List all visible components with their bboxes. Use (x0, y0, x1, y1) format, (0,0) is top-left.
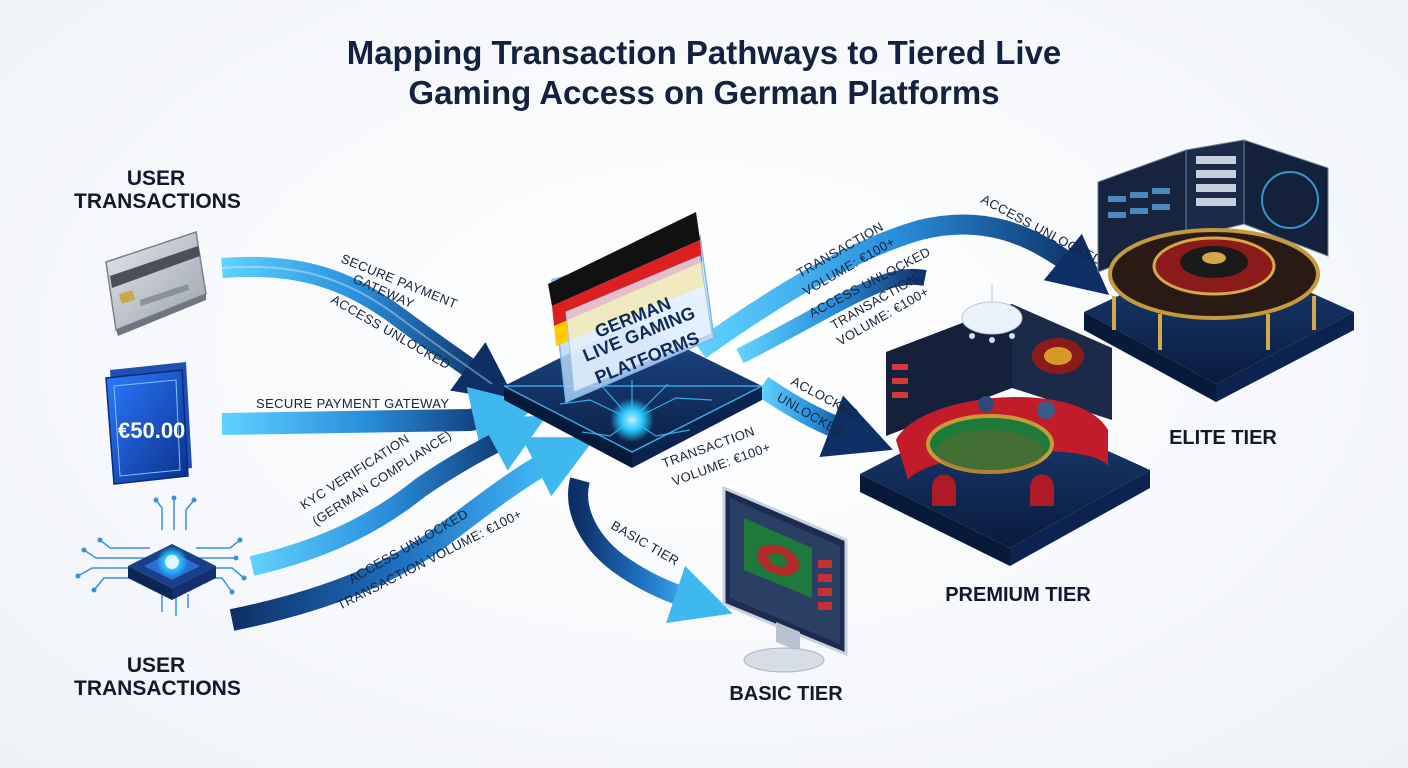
pathway-hub-to-basic (568, 477, 733, 623)
pathway-cash-to-hub (221, 386, 539, 452)
pathway-card-to-hub (221, 256, 517, 402)
premium-tier-platform (860, 284, 1150, 566)
page-title-line-1: Mapping Transaction Pathways to Tiered L… (346, 34, 1062, 71)
pathway-hub-to-elite-upper (694, 214, 1110, 359)
source-label-top: USER TRANSACTIONS (74, 167, 241, 213)
source-label-bottom-line-1: USER (126, 654, 186, 677)
credit-card-icon (105, 231, 207, 336)
tier-label-elite: ELITE TIER (1169, 427, 1277, 449)
chip-icon (75, 495, 247, 616)
elite-tier-platform (1084, 139, 1354, 402)
pathway-chip-to-hub-a (249, 415, 547, 576)
source-label-bottom-line-2: TRANSACTIONS (74, 677, 241, 700)
label-secure-gateway-mid: SECURE PAYMENT GATEWAY (256, 396, 449, 411)
pathway-chip-to-hub-b (229, 437, 596, 631)
hub-screen: GERMAN LIVE GAMING PLATFORMS (548, 212, 715, 404)
source-label-top-line-2: TRANSACTIONS (74, 190, 241, 213)
pathway-hub-to-premium (755, 376, 893, 458)
basic-tier-monitor (722, 485, 848, 673)
source-label-top-line-1: USER (126, 167, 186, 190)
tier-label-basic: BASIC TIER (729, 683, 843, 705)
cash-amount: €50.00 (118, 418, 185, 443)
cash-card-icon: €50.00 (105, 362, 192, 485)
flag-black-stripe (548, 212, 700, 306)
tier-label-premium: PREMIUM TIER (945, 584, 1091, 606)
pathway-hub-to-elite-lower (736, 268, 927, 364)
page-title-line-2: Gaming Access on German Platforms (408, 74, 1000, 111)
source-label-bottom: USER TRANSACTIONS (74, 654, 241, 700)
chandelier-icon (961, 284, 1023, 343)
